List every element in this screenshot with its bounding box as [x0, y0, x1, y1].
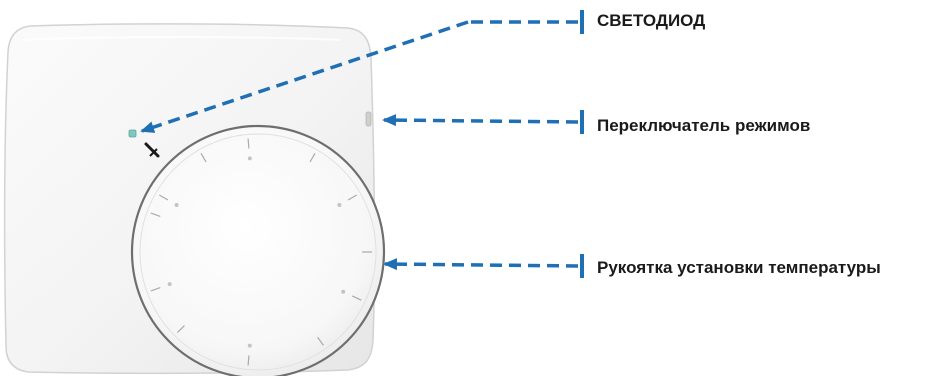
dial-tick-mark — [247, 343, 252, 348]
dial-tick — [309, 152, 316, 163]
dial-tick-marks — [150, 138, 372, 366]
dial-tick-mark — [337, 203, 342, 207]
dial-pointer-mark — [144, 142, 160, 158]
callout-led-connector — [140, 10, 584, 133]
dial-tick — [150, 287, 161, 292]
dial-tick — [176, 325, 185, 334]
dial-tick-mark — [247, 156, 252, 161]
dial-tick — [200, 152, 207, 163]
dial-tick — [347, 194, 358, 201]
dial-tick-mark — [167, 282, 172, 287]
dial-tick — [247, 138, 250, 149]
callout-label-mode-switch: Переключатель режимов — [597, 116, 811, 135]
dial-tick — [158, 194, 169, 201]
dial-tick — [150, 212, 161, 217]
dial-tick-mark — [341, 289, 346, 294]
callout-label-knob: Рукоятка установки температуры — [597, 258, 881, 277]
callout-label-led: СВЕТОДИОД — [597, 11, 706, 30]
dial-tick — [352, 295, 362, 301]
temperature-knob[interactable] — [130, 124, 386, 376]
callout-knob-connector — [383, 254, 584, 278]
callout-mode-connector — [382, 110, 584, 134]
dial-tick-mark — [174, 203, 179, 207]
dial-tick — [247, 355, 250, 366]
mode-switch[interactable] — [365, 111, 372, 127]
led-indicator — [128, 129, 137, 138]
dial-tick — [317, 336, 324, 346]
